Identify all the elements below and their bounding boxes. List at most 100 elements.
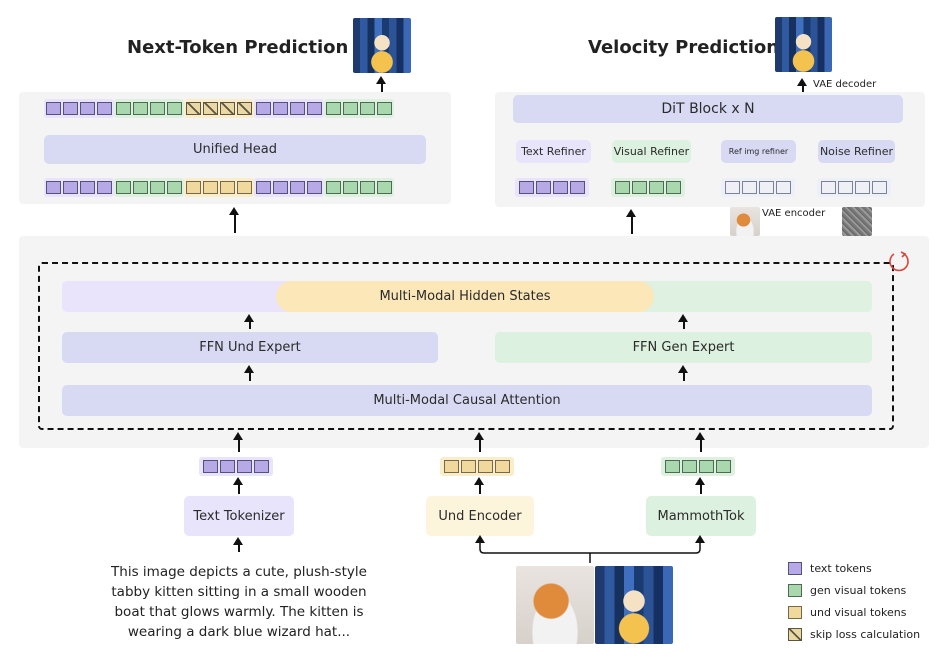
token-square <box>203 181 218 194</box>
token-square <box>203 102 218 115</box>
token-group <box>324 178 394 197</box>
token-square <box>360 181 375 194</box>
arrow-gen-to-hidden <box>678 314 690 329</box>
input-cat-photo <box>516 566 594 644</box>
legend-item: skip loss calculation <box>788 628 920 641</box>
token-square <box>133 102 148 115</box>
loop-icon <box>889 251 909 272</box>
output-token-strip <box>44 99 394 118</box>
token-square <box>150 102 165 115</box>
causal-attention-bar: Multi-Modal Causal Attention <box>62 385 872 416</box>
token-square <box>150 181 165 194</box>
velocity-prediction-title: Velocity Prediction <box>588 37 780 58</box>
token-square <box>307 181 322 194</box>
arrow-to-left-thumb <box>376 76 388 96</box>
token-group <box>114 99 184 118</box>
token-group <box>44 99 114 118</box>
token-group <box>254 99 324 118</box>
gen-token-group <box>661 457 735 476</box>
arrow-attn-to-und <box>244 365 256 381</box>
legend-item: und visual tokens <box>788 606 920 619</box>
arrow-to-vae-decoder <box>797 78 809 94</box>
token-square <box>273 102 288 115</box>
token-square <box>220 102 235 115</box>
token-square <box>256 102 271 115</box>
text-token-group <box>199 457 273 476</box>
token-square <box>326 102 341 115</box>
token-group <box>114 178 184 197</box>
arrow-attn-to-gen <box>678 365 690 381</box>
token-square <box>377 102 392 115</box>
legend-swatch <box>788 584 802 597</box>
generated-image-thumbnail-left <box>353 18 411 73</box>
image-branch-connector <box>475 535 705 563</box>
token-square <box>256 181 271 194</box>
visual-refiner-tokens <box>611 178 685 197</box>
input-text-description: This image depicts a cute, plush-style t… <box>111 564 367 640</box>
legend-swatch <box>788 562 802 575</box>
arrow-text-to-tokenizer <box>233 537 245 552</box>
token-square <box>116 102 131 115</box>
input-generated-mosaic <box>595 566 673 644</box>
token-square <box>97 102 112 115</box>
token-square <box>186 102 201 115</box>
arrow-gen-tokens-to-core <box>695 432 707 452</box>
arrow-text-tokens-to-core <box>233 432 245 452</box>
token-square <box>116 181 131 194</box>
text-refiner-box: Text Refiner <box>516 140 591 163</box>
token-square <box>290 102 305 115</box>
token-square <box>63 181 78 194</box>
token-group <box>184 178 254 197</box>
vae-encoder-label: VAE encoder <box>762 208 826 219</box>
noise-image-thumbnail <box>842 207 872 236</box>
ffn-und-expert-bar: FFN Und Expert <box>62 332 438 363</box>
token-square <box>290 181 305 194</box>
ffn-gen-expert-bar: FFN Gen Expert <box>495 332 872 363</box>
token-square <box>220 181 235 194</box>
token-square <box>46 102 61 115</box>
ref-img-tokens <box>721 178 795 197</box>
hidden-states-label: Multi-Modal Hidden States <box>276 281 654 312</box>
legend-swatch <box>788 606 802 619</box>
arrow-core-to-right <box>626 209 638 234</box>
arrow-und-to-hidden <box>244 314 256 329</box>
token-square <box>133 181 148 194</box>
next-token-prediction-title: Next-Token Prediction <box>127 37 349 58</box>
arrow-und-encoder-to-tokens <box>474 477 486 494</box>
legend-label: skip loss calculation <box>810 628 921 641</box>
token-square <box>273 181 288 194</box>
token-square <box>343 102 358 115</box>
arrow-core-to-left <box>229 207 241 233</box>
token-square <box>377 181 392 194</box>
cat-image-thumbnail-small <box>730 207 760 236</box>
token-square <box>186 181 201 194</box>
arrow-mammothtok-to-tokens <box>695 477 707 494</box>
unified-head-bar: Unified Head <box>44 135 426 164</box>
legend: text tokens gen visual tokens und visual t… <box>788 562 920 641</box>
vae-decoder-label: VAE decoder <box>813 79 877 90</box>
token-square <box>307 102 322 115</box>
token-square <box>167 102 182 115</box>
noise-refiner-box: Noise Refiner <box>818 140 895 163</box>
arrow-tokenizer-to-tokens <box>233 477 245 494</box>
legend-label: text tokens <box>810 562 872 575</box>
input-token-strip <box>44 178 394 197</box>
token-group <box>254 178 324 197</box>
legend-item: text tokens <box>788 562 920 575</box>
token-square <box>326 181 341 194</box>
token-square <box>63 102 78 115</box>
token-square <box>237 102 252 115</box>
text-refiner-tokens <box>515 178 589 197</box>
token-group <box>324 99 394 118</box>
core-dashed-boundary <box>38 262 894 430</box>
und-token-group <box>440 457 514 476</box>
legend-swatch <box>788 628 802 641</box>
token-group <box>44 178 114 197</box>
legend-label: und visual tokens <box>810 606 907 619</box>
token-square <box>360 102 375 115</box>
token-square <box>167 181 182 194</box>
legend-label: gen visual tokens <box>810 584 907 597</box>
mammothtok-box: MammothTok <box>646 496 756 536</box>
dit-block-bar: DiT Block x N <box>513 95 903 123</box>
token-square <box>46 181 61 194</box>
